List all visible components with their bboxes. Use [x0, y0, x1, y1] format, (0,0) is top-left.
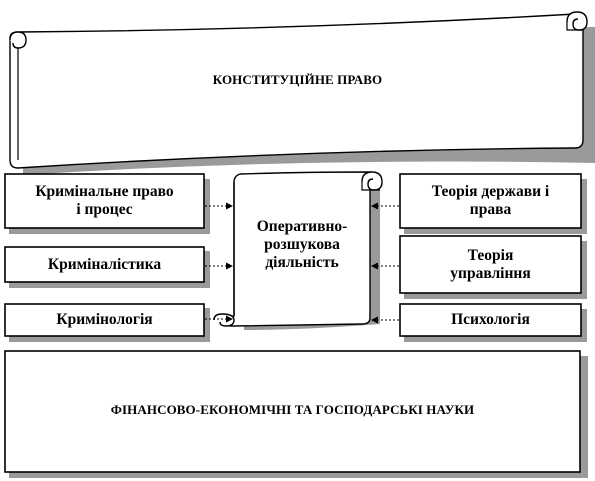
left-box-2-label: Криміналістика	[6, 248, 203, 281]
center-line-2: розшукова	[264, 236, 340, 254]
bottom-box	[4, 350, 588, 478]
right-box-1	[399, 173, 587, 234]
center-line-1: Оперативно-	[256, 218, 348, 236]
left-box-3-line-1: Кримінологія	[56, 311, 153, 329]
center-line-3: діяльність	[265, 253, 339, 271]
left-box-2-line-1: Криміналістика	[47, 255, 162, 273]
left-box-2	[4, 246, 210, 288]
left-box-1	[4, 173, 210, 234]
right-box-2-label: Теорія управління	[401, 237, 580, 292]
center-scroll	[213, 171, 383, 330]
right-box-1-label: Теорія держави і права	[401, 175, 580, 227]
right-box-1-line-2: права	[469, 201, 512, 218]
right-box-1-line-1: Теорія держави і	[431, 183, 550, 201]
left-box-3	[4, 303, 210, 342]
center-scroll-title: Оперативно- розшукова діяльність	[236, 200, 368, 290]
right-box-2	[399, 235, 587, 299]
right-box-2-line-2: управління	[450, 264, 531, 282]
left-box-1-line-1: Кримінальне право	[35, 183, 174, 201]
bottom-box-text: ФІНАНСОВО-ЕКОНОМІЧНІ ТА ГОСПОДАРСЬКІ НАУ…	[110, 401, 475, 417]
connector-arrows	[205, 202, 399, 324]
left-box-1-line-2: і процес	[76, 201, 133, 218]
top-banner-title: КОНСТИТУЦІЙНЕ ПРАВО	[20, 60, 575, 100]
right-box-2-line-1: Теорія	[467, 246, 514, 264]
left-box-3-label: Кримінологія	[6, 305, 203, 335]
right-box-3-label: Психологія	[401, 305, 580, 335]
right-box-3	[399, 303, 587, 342]
top-banner-text: КОНСТИТУЦІЙНЕ ПРАВО	[212, 71, 383, 87]
top-scroll-banner	[9, 11, 595, 175]
right-box-3-line-1: Психологія	[451, 311, 530, 329]
bottom-box-title: ФІНАНСОВО-ЕКОНОМІЧНІ ТА ГОСПОДАРСЬКІ НАУ…	[6, 390, 579, 430]
left-box-1-label: Кримінальне право і процес	[6, 175, 203, 227]
